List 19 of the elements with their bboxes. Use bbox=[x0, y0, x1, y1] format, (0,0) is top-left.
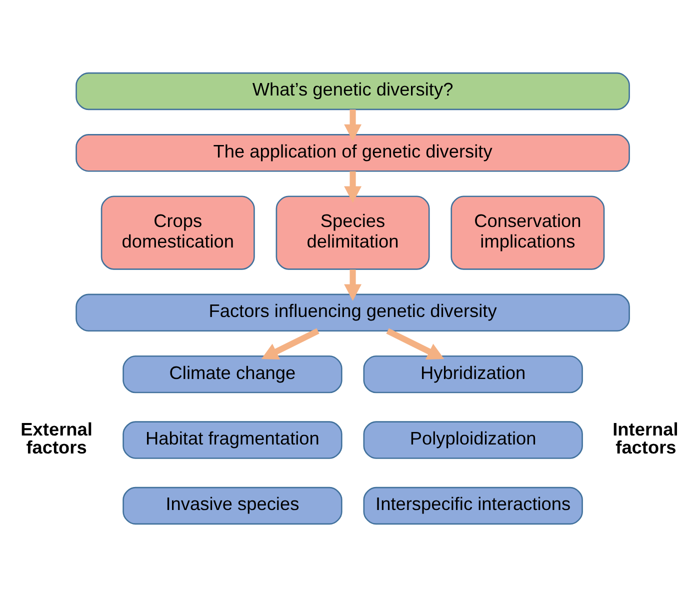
node-box: What’s genetic diversity? bbox=[76, 72, 630, 110]
node-box: Polyploidization bbox=[363, 420, 583, 458]
label: External factors bbox=[20, 418, 92, 458]
arrow bbox=[344, 109, 362, 141]
arrow bbox=[344, 170, 362, 202]
node-box: Invasive species bbox=[122, 486, 342, 524]
node-box: Habitat fragmentation bbox=[122, 420, 342, 458]
node-box: Crops domestication bbox=[100, 195, 255, 270]
arrow bbox=[344, 269, 362, 300]
node-box: Hybridization bbox=[363, 354, 583, 393]
node-box: Climate change bbox=[122, 354, 342, 393]
arrow bbox=[261, 328, 320, 359]
node-box: Species delimitation bbox=[276, 195, 430, 270]
node-box: Factors influencing genetic diversity bbox=[76, 293, 630, 331]
node-box: The application of genetic diversity bbox=[76, 134, 630, 172]
node-box: Conservation implications bbox=[450, 195, 605, 270]
arrow bbox=[386, 328, 444, 359]
node-box: Interspecific interactions bbox=[363, 486, 583, 524]
label: Internal factors bbox=[612, 418, 678, 458]
